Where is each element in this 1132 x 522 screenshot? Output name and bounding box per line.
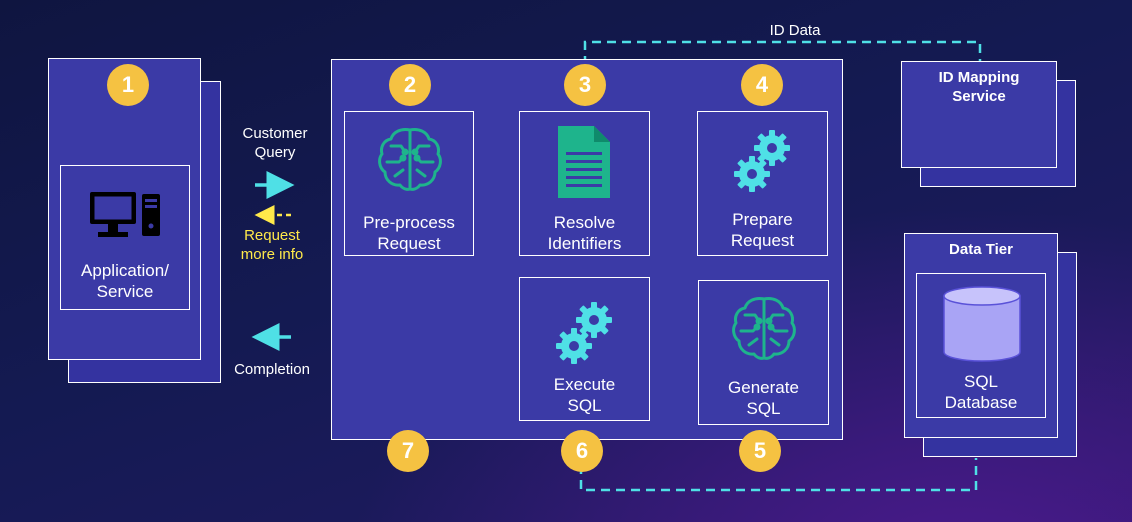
prepare-label: Prepare Request — [730, 210, 795, 250]
step-badge-6: 6 — [561, 430, 603, 472]
generate-box: Generate SQL — [698, 280, 829, 425]
prepare-box: Prepare Request — [697, 111, 828, 256]
resolve-label: Resolve Identifiers — [547, 213, 622, 253]
id-mapping-card: ID Mapping Service — [901, 61, 1057, 168]
gears-icon — [734, 128, 794, 194]
id-data-label: ID Data — [769, 22, 821, 39]
sql-db-box: SQL Database — [916, 273, 1046, 418]
gears-icon — [556, 300, 616, 366]
step-badge-1: 1 — [107, 64, 149, 106]
step-badge-7: 7 — [387, 430, 429, 472]
step-badge-4: 4 — [741, 64, 783, 106]
app-inner-box: Application/ Service — [60, 165, 190, 310]
id-mapping-label: ID Mapping Service — [938, 69, 1020, 105]
brain-chip-icon — [375, 124, 445, 194]
request-more-info-label: Request more info — [240, 227, 304, 263]
completion-label: Completion — [234, 361, 310, 378]
app-label: Application/ Service — [81, 261, 169, 301]
data-tier-card: Data Tier SQL Database — [904, 233, 1058, 438]
step-badge-5: 5 — [739, 430, 781, 472]
generate-label: Generate SQL — [728, 378, 799, 418]
execute-label: Execute SQL — [553, 375, 616, 415]
preprocess-label: Pre-process Request — [363, 213, 455, 253]
sql-db-label: SQL Database — [944, 372, 1018, 412]
step-badge-2: 2 — [389, 64, 431, 106]
resolve-box: Resolve Identifiers — [519, 111, 650, 256]
execute-box: Execute SQL — [519, 277, 650, 421]
data-tier-title: Data Tier — [949, 241, 1013, 258]
customer-query-label: Customer Query — [242, 125, 308, 161]
document-icon — [554, 124, 614, 200]
brain-chip-icon — [729, 293, 799, 363]
app-card: Application/ Service — [48, 58, 201, 360]
database-icon — [942, 286, 1022, 364]
computer-icon — [88, 190, 164, 240]
step-badge-3: 3 — [564, 64, 606, 106]
preprocess-box: Pre-process Request — [344, 111, 474, 256]
